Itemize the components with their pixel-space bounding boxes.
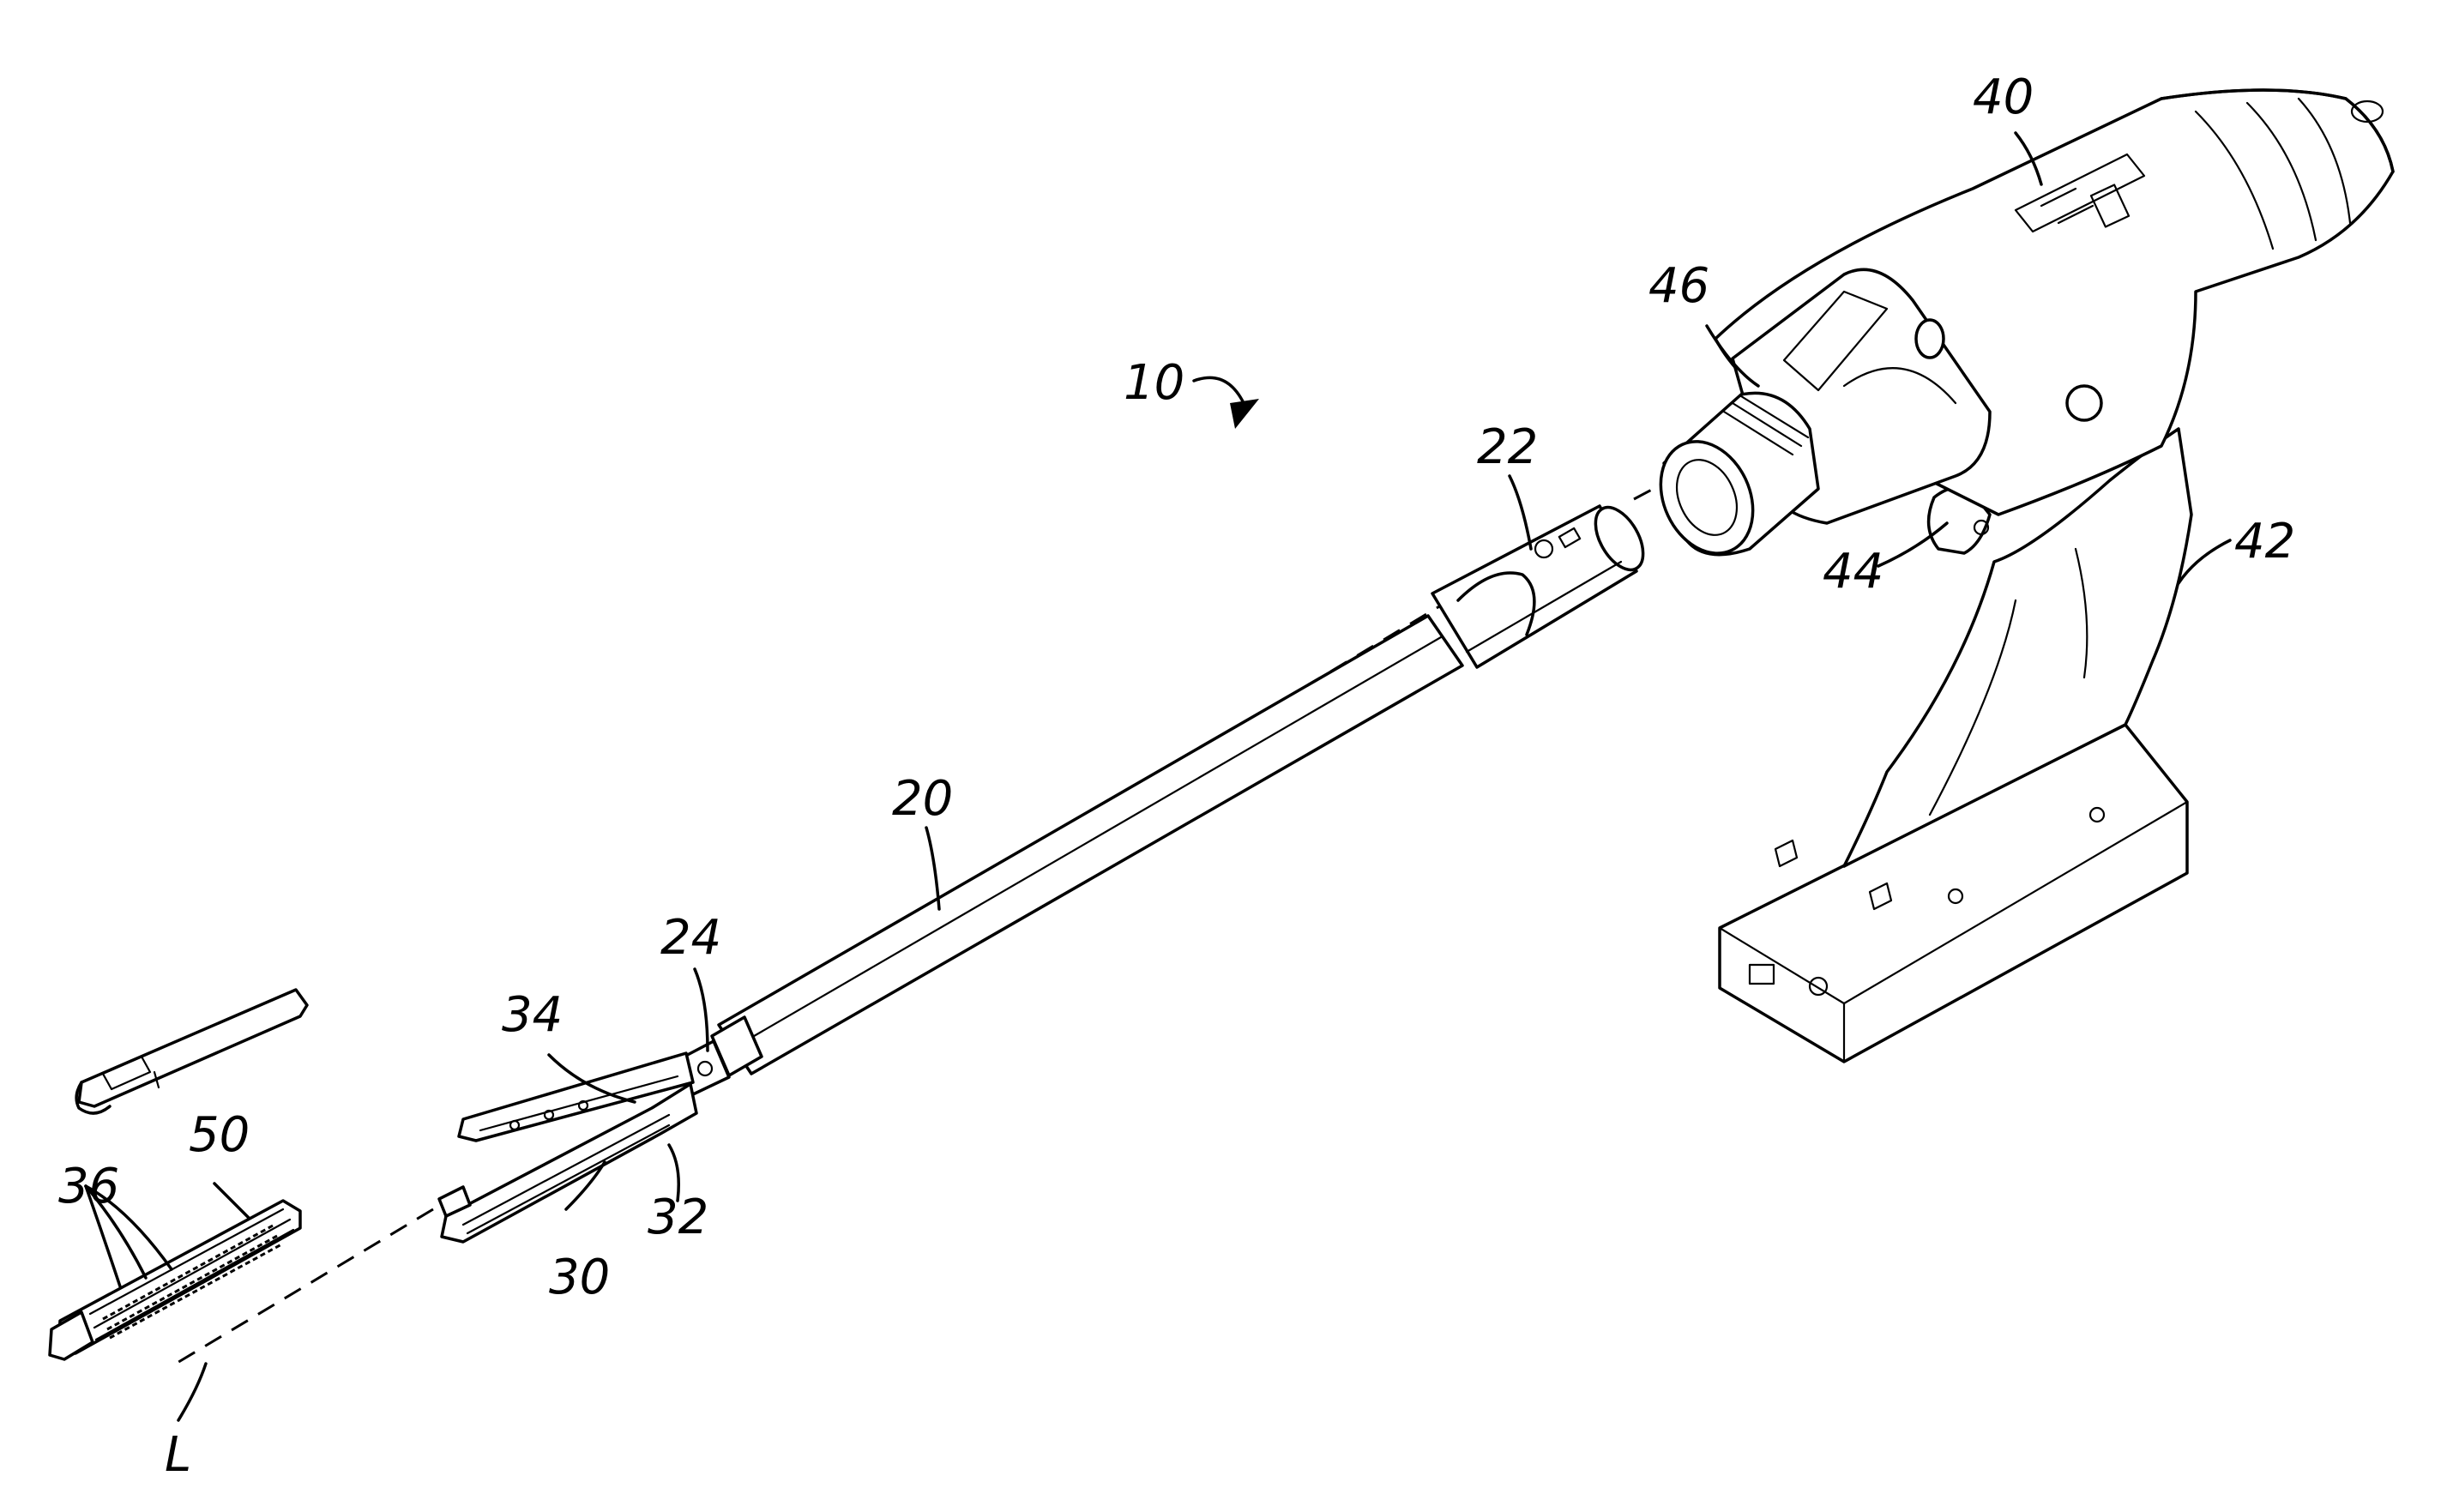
label-nozzle: 46	[1648, 258, 1709, 314]
label-shaft: 20	[892, 771, 953, 827]
label-device: 10	[1124, 355, 1184, 411]
label-distal-end: 24	[660, 910, 721, 966]
label-proximal-end: 22	[1477, 419, 1538, 475]
label-end-effector: 30	[549, 1250, 610, 1305]
label-staples: 36	[58, 1159, 119, 1214]
label-trigger: 44	[1823, 544, 1883, 599]
label-handle: 40	[1973, 69, 2034, 125]
cartridge-cover	[76, 990, 307, 1113]
arrow-head-icon	[1230, 399, 1259, 429]
label-anvil: 34	[502, 987, 563, 1043]
label-lower-jaw: 32	[648, 1190, 708, 1245]
label-cartridge: 50	[189, 1107, 250, 1163]
handle-assembly	[1643, 90, 2393, 1062]
staple-cartridge	[50, 1201, 300, 1359]
shaft	[719, 616, 1462, 1074]
label-grip: 42	[2234, 514, 2295, 569]
proximal-coupling	[1432, 499, 1653, 667]
label-axis: L	[165, 1427, 191, 1483]
